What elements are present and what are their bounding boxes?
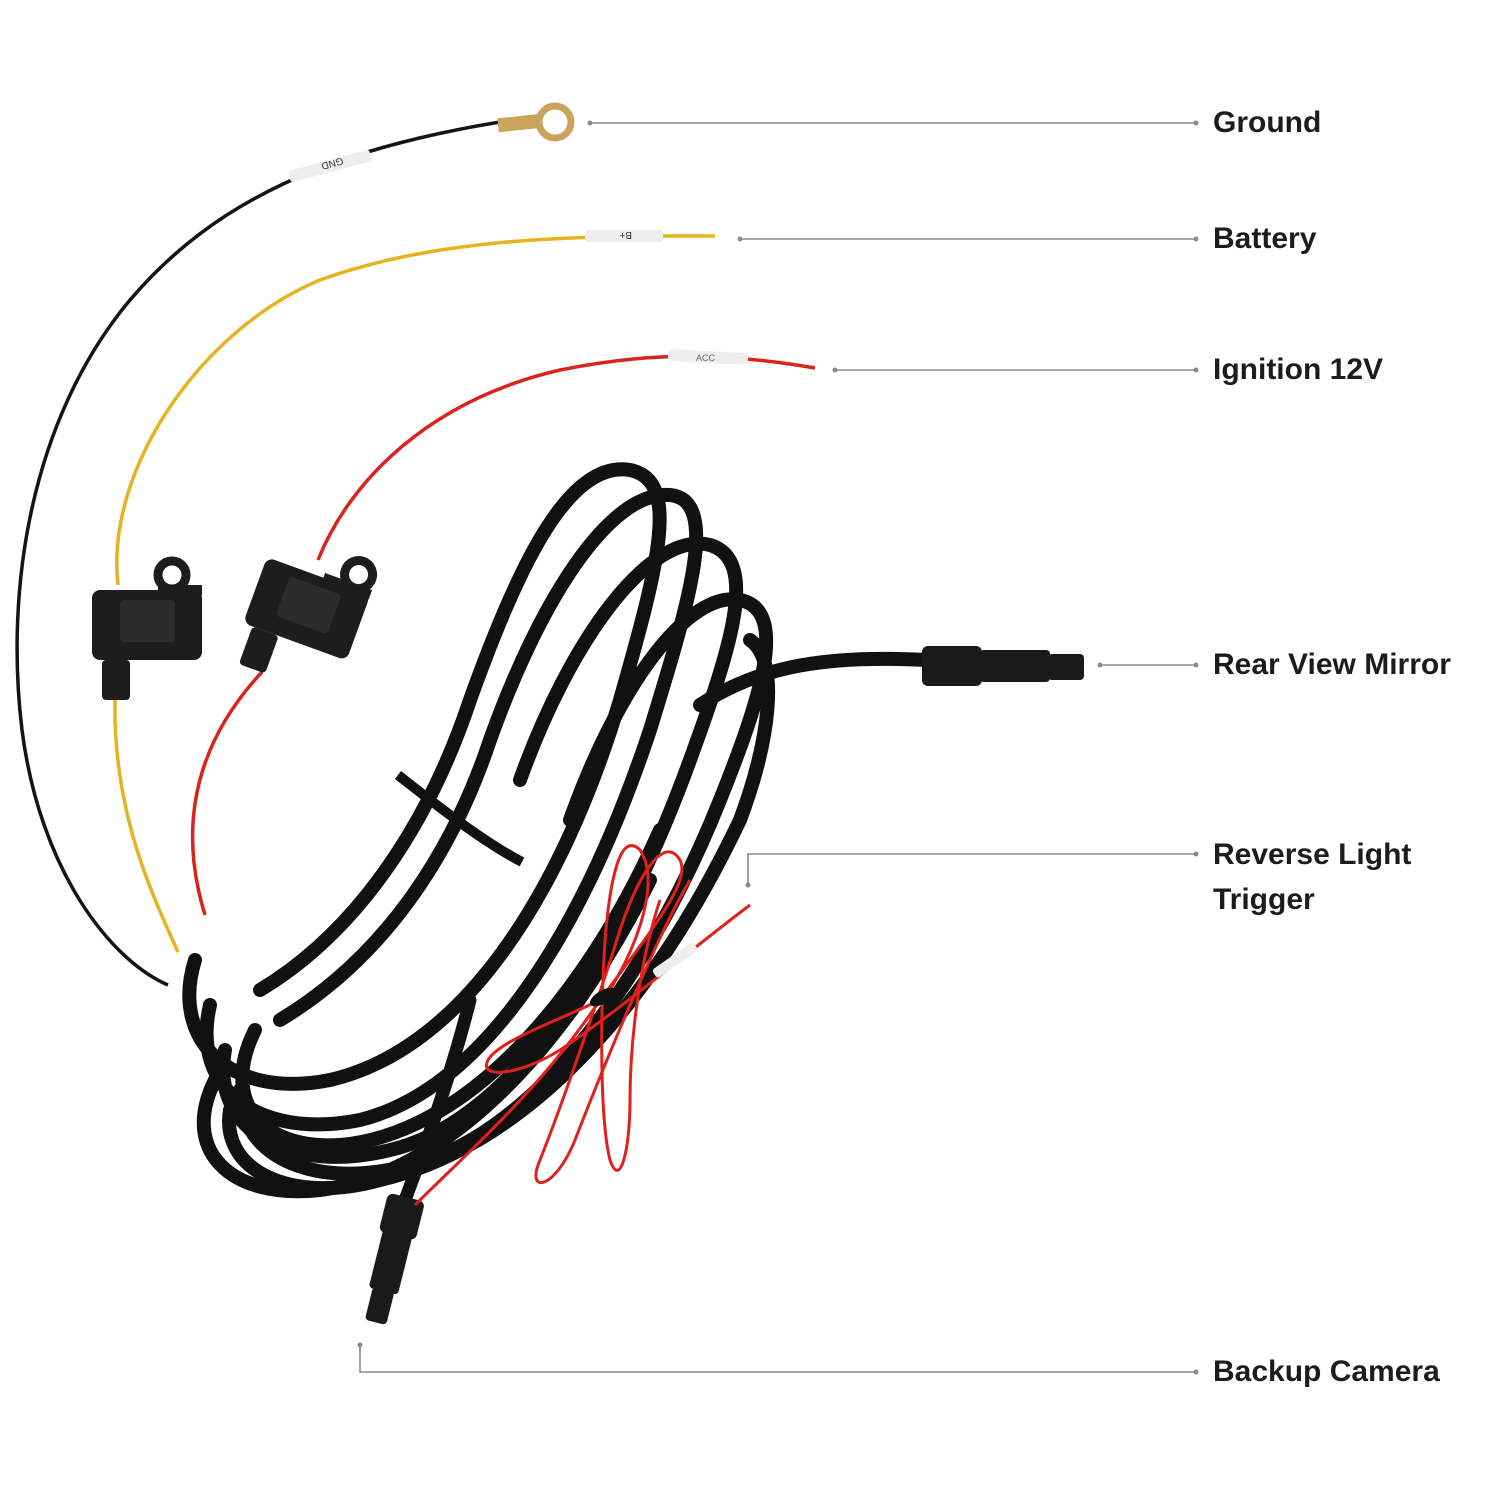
label-battery-line: Battery [1213, 222, 1317, 255]
label-rear-view-mirror-line: Rear View Mirror [1213, 648, 1451, 681]
ring-terminal-icon [497, 102, 575, 142]
label-reverse-light-trigger: Reverse Light Trigger [1213, 832, 1411, 922]
label-ground: Ground [1213, 100, 1321, 145]
ground-wire [15, 120, 501, 987]
ground-wire-tag [288, 150, 372, 182]
trigger-wire-tag [652, 942, 698, 978]
mirror-cable [693, 651, 932, 712]
label-reverse-line-2: Trigger [1213, 883, 1315, 916]
trigger-wire-tie [590, 987, 616, 1007]
connector-plug-icon [365, 1193, 424, 1325]
fuse-holder-icon [239, 556, 378, 673]
label-ignition-line: Ignition 12V [1213, 353, 1384, 386]
connector-plug-icon [922, 646, 1084, 686]
label-reverse-line-1: Reverse Light [1213, 838, 1412, 871]
coiled-cable [182, 462, 776, 1199]
leader-lines [359, 122, 1196, 1373]
label-rear-view-mirror: Rear View Mirror [1213, 642, 1451, 687]
fuse-holder-icon [92, 556, 202, 700]
ignition-wire-tag [667, 349, 749, 365]
battery-wire [113, 234, 716, 953]
label-backup-camera: Backup Camera [1213, 1349, 1440, 1394]
label-backup-camera-line: Backup Camera [1213, 1355, 1440, 1388]
label-ground-line: Ground [1213, 106, 1322, 139]
label-battery: Battery [1213, 216, 1316, 261]
label-ignition: Ignition 12V [1213, 347, 1383, 392]
cable-tie [394, 771, 525, 867]
battery-wire-tag [585, 230, 663, 242]
camera-cable [398, 993, 477, 1207]
